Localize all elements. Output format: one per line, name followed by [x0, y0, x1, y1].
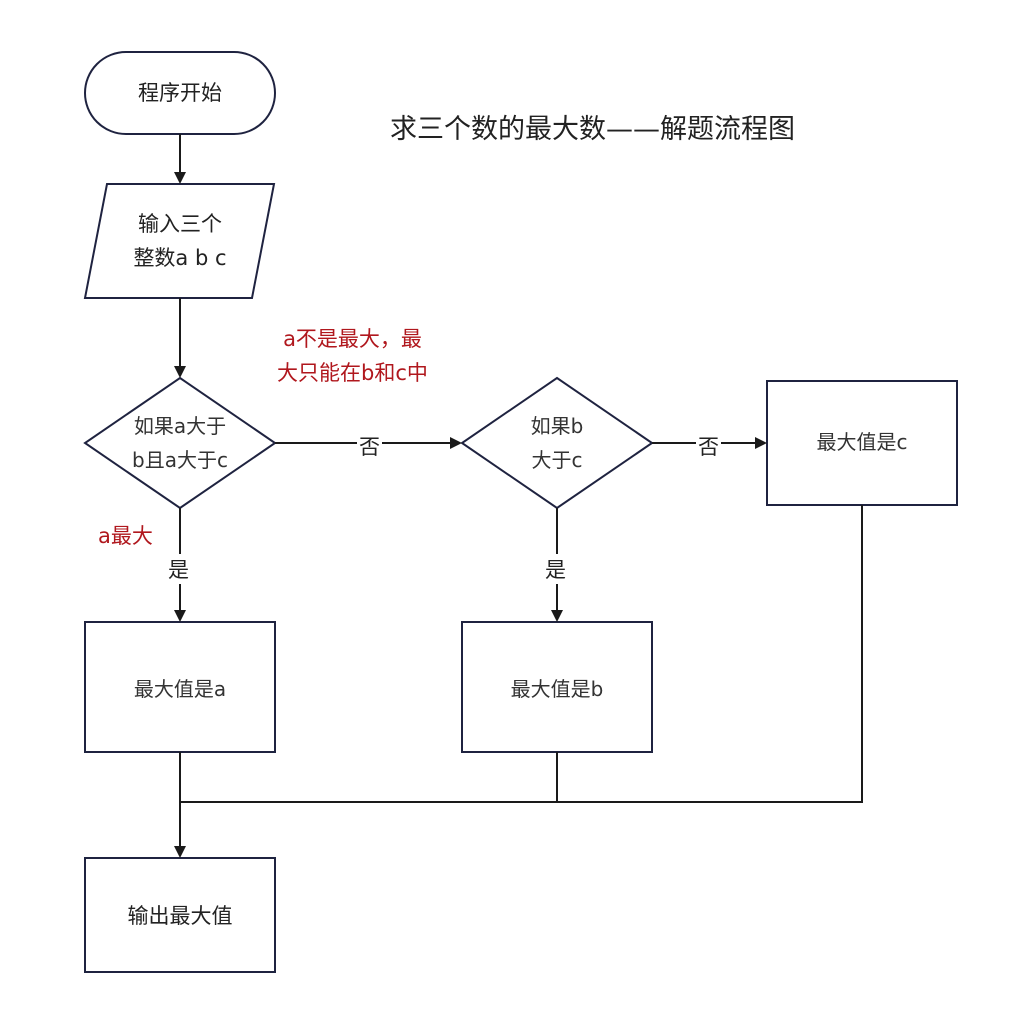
edge-max-b-merge — [180, 752, 558, 803]
max-b-label: 最大值是b — [510, 677, 604, 701]
note-a-not-max-line-2: 大只能在b和c中 — [277, 361, 428, 385]
decision-b-label: 如果b 大于c — [472, 409, 642, 477]
decision-b-line-2: 大于c — [531, 448, 583, 472]
input-label-line-1: 输入三个 — [138, 212, 222, 236]
max-b-box — [461, 621, 653, 753]
output-box — [84, 857, 276, 973]
max-c-label: 最大值是c — [816, 430, 908, 454]
diagram-title: 求三个数的最大数——解题流程图 — [390, 114, 795, 145]
decision-a-line-2: b且a大于c — [132, 448, 228, 472]
max-a-label: 最大值是a — [133, 677, 227, 701]
decision-a-label: 如果a大于 b且a大于c — [95, 409, 265, 477]
input-label-line-2: 整数a b c — [133, 246, 227, 270]
decision-a-line-1: 如果a大于 — [133, 414, 227, 438]
output-label: 输出最大值 — [127, 904, 233, 928]
edge-max-c-merge — [557, 505, 863, 803]
max-a-box — [84, 621, 276, 753]
edge-label-a-yes: 是 — [166, 554, 191, 584]
edge-label-b-yes: 是 — [543, 554, 568, 584]
start-label: 程序开始 — [138, 81, 222, 105]
input-label: 输入三个 整数a b c — [90, 207, 270, 275]
note-a-not-max: a不是最大，最 大只能在b和c中 — [255, 322, 450, 390]
decision-b-line-1: 如果b — [530, 414, 584, 438]
edge-label-a-no: 否 — [357, 431, 382, 461]
max-c-box — [766, 380, 958, 506]
note-a-not-max-line-1: a不是最大，最 — [283, 327, 422, 351]
note-a-max: a最大 — [98, 524, 153, 548]
edge-label-b-no: 否 — [696, 431, 721, 461]
input-parallelogram — [83, 183, 276, 299]
